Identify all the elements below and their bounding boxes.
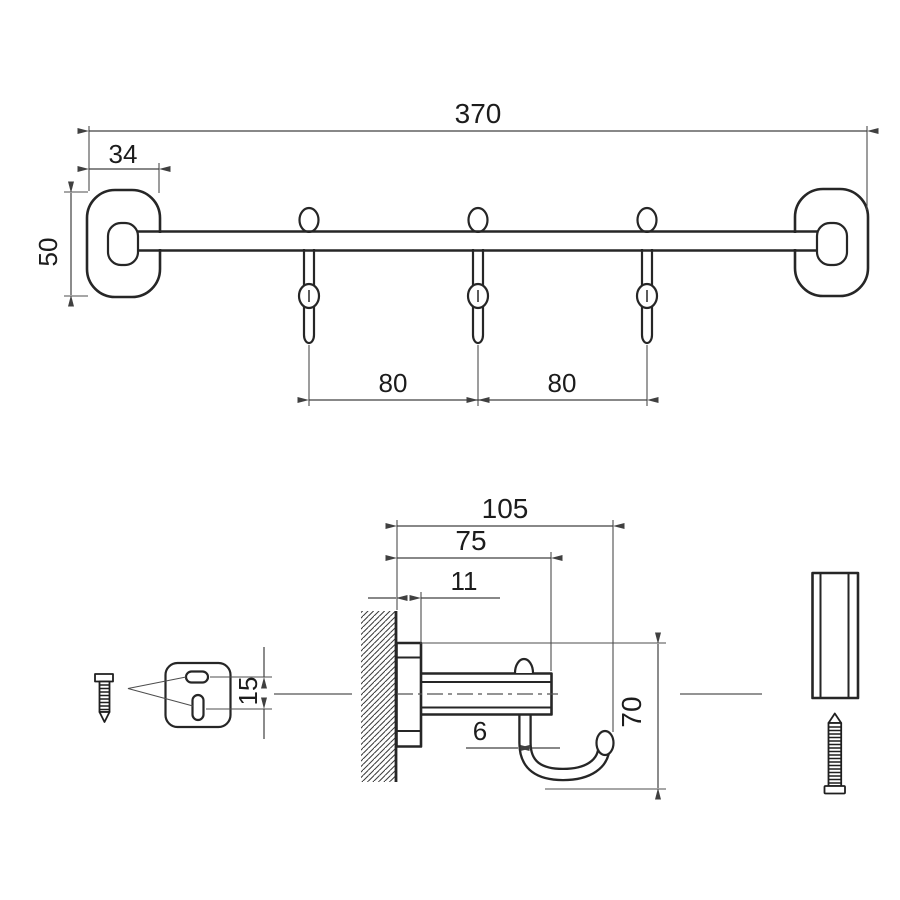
side-hook-ball-end [595, 729, 615, 757]
front-endcap-height-label: 50 [33, 238, 63, 267]
rail-bar-body [139, 233, 816, 249]
screw-left [94, 673, 114, 723]
endcap-profile-piece [811, 571, 860, 700]
screw-left-head [94, 673, 114, 683]
plate-slot-horizontal [184, 670, 210, 684]
side-height-label: 70 [616, 696, 647, 727]
front-endcap-width-label: 34 [109, 139, 138, 169]
hook-1-top-knob [298, 206, 320, 234]
endcap-profile-outline [811, 571, 860, 700]
front-hook-spacing-label-2: 80 [548, 368, 577, 398]
side-hook-top-knob [513, 657, 535, 674]
side-total-depth-label: 105 [482, 493, 529, 524]
screw-right [823, 712, 846, 795]
side-view: 105 75 11 6 70 [274, 493, 762, 800]
side-mounting-plate [395, 641, 423, 748]
slot-leader-lines [127, 676, 194, 707]
side-plate-thickness-label: 11 [451, 566, 478, 596]
screw-right-threads [828, 726, 842, 784]
side-hook-wire-label: 6 [473, 716, 487, 746]
side-slot-spacing-label: 15 [233, 677, 263, 706]
left-endcap-keyhole [106, 221, 140, 267]
screw-right-head [823, 785, 846, 795]
screw-left-shank [98, 680, 111, 713]
screw-left-threads [99, 684, 110, 711]
front-hook-spacing-label-1: 80 [379, 368, 408, 398]
hardware-parts [94, 571, 860, 795]
front-total-width-label: 370 [455, 98, 502, 129]
screw-left-tip [98, 711, 111, 723]
mounting-plate-front-view: 15 [127, 647, 272, 739]
side-bar-depth-label: 75 [455, 525, 486, 556]
plate-slot-vertical [191, 693, 205, 722]
right-endcap-keyhole [815, 221, 849, 267]
front-view: 370 34 50 80 80 [33, 98, 879, 406]
side-hook-body [520, 706, 609, 779]
hook-3-top-knob [636, 206, 658, 234]
wall-hatch [361, 611, 395, 782]
hook-2-top-knob [467, 206, 489, 234]
screw-right-tip [827, 712, 843, 724]
